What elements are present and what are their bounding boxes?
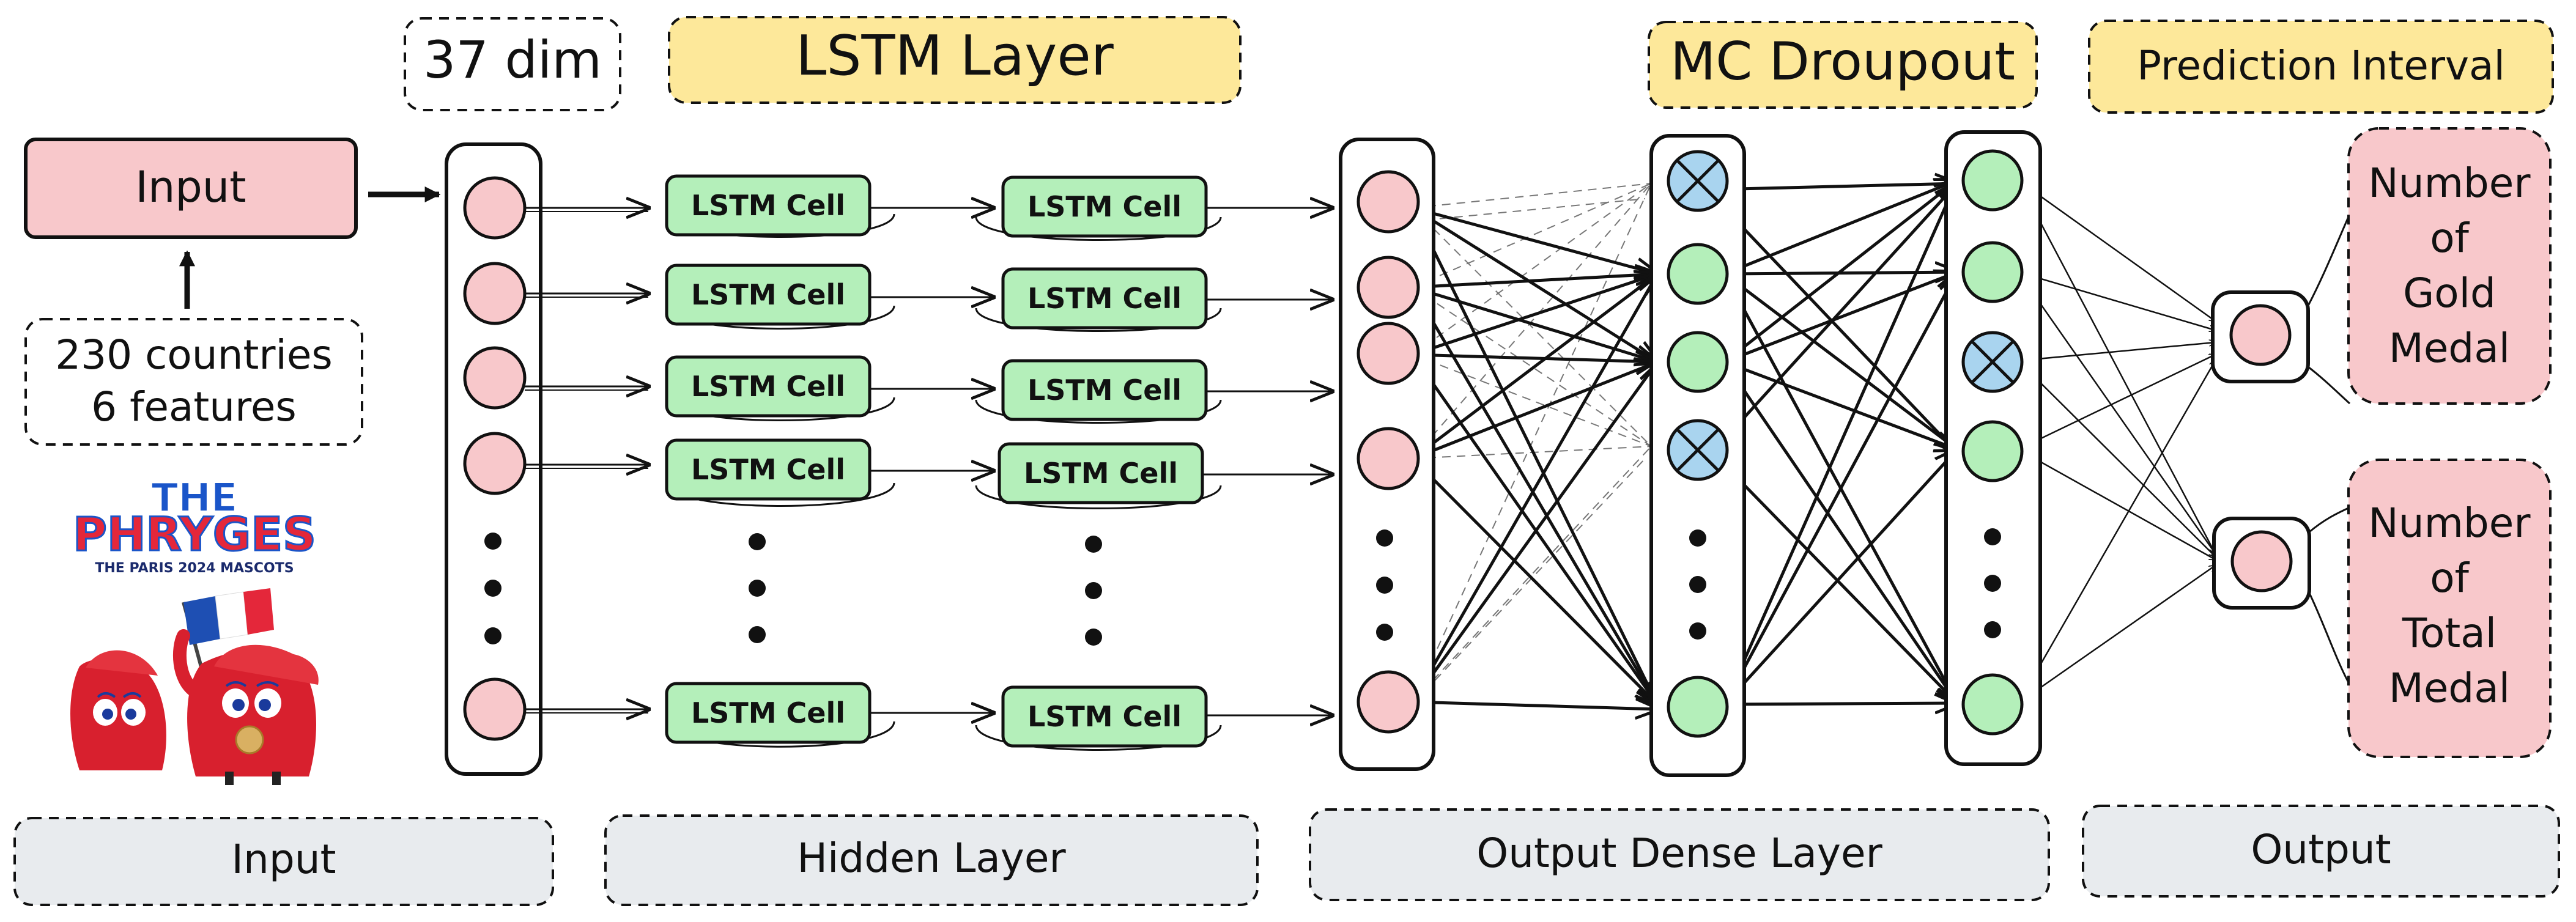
lstm-cell-label: LSTM Cell xyxy=(1024,457,1178,490)
ellipsis-dot xyxy=(1376,624,1393,641)
total-label-line: Medal xyxy=(2389,665,2510,712)
mc-dropout-title: MC Droupout xyxy=(1670,31,2015,92)
dropped-node xyxy=(1667,419,1729,481)
total-label-line: Number xyxy=(2368,500,2531,547)
input-node xyxy=(463,346,527,410)
lstm-layer-title: LSTM Layer xyxy=(796,24,1113,88)
lstm-row: LSTM Cell LSTM Cell xyxy=(525,355,1332,424)
total-label-line: of xyxy=(2430,555,2470,602)
lstm-cell-label: LSTM Cell xyxy=(1027,374,1182,407)
output-dense-node xyxy=(1961,420,2024,482)
ellipsis-dot xyxy=(1376,577,1393,594)
lstm-cell-label: LSTM Cell xyxy=(691,696,845,729)
output-connections xyxy=(2017,179,2215,704)
gold-label-line: Medal xyxy=(2389,325,2510,372)
mc-node xyxy=(1667,331,1729,393)
dim-label: 37 dim xyxy=(423,30,602,90)
dataset-info-box: 230 countries 6 features xyxy=(24,318,363,446)
dense-input-column xyxy=(1339,138,1435,771)
section-hidden-layer: Hidden Layer xyxy=(604,814,1259,906)
mascot-title-line1: THE xyxy=(152,476,238,521)
ellipsis-dot xyxy=(1689,622,1706,640)
lstm-row: LSTM Cell LSTM Cell xyxy=(525,174,1332,241)
section-input: Input xyxy=(13,817,554,906)
ellipsis-dot xyxy=(1689,529,1706,547)
input-node xyxy=(463,176,527,240)
section-hidden-label: Hidden Layer xyxy=(797,835,1066,882)
output-dense-column xyxy=(1944,130,2042,766)
gold-label-line: Gold xyxy=(2403,270,2496,317)
ellipsis-dot xyxy=(1689,576,1706,593)
lstm-cell-label: LSTM Cell xyxy=(1027,700,1182,733)
mc-node xyxy=(1667,676,1729,738)
dropped-node xyxy=(1667,150,1729,212)
ellipsis-dot xyxy=(1376,529,1393,547)
section-output-dense-layer: Output Dense Layer xyxy=(1309,808,2050,901)
ellipsis-dot xyxy=(1984,621,2001,638)
ellipsis-dot xyxy=(1984,528,2001,545)
gold-label-line: Number xyxy=(2368,160,2531,207)
section-output-label: Output xyxy=(2251,826,2391,873)
lstm-cell-label: LSTM Cell xyxy=(1027,282,1182,315)
input-node xyxy=(463,432,527,495)
dense-node xyxy=(1356,256,1420,319)
lstm-cell-label: LSTM Cell xyxy=(691,278,845,311)
prediction-interval-title: Prediction Interval xyxy=(2137,42,2505,89)
mascot-image: THE PHRYGES THE PARIS 2024 MASCOTS xyxy=(70,475,319,785)
output-dense-node xyxy=(1961,241,2024,303)
lstm-layer-title-box: LSTM Layer xyxy=(668,16,1242,104)
output-to-label-lines xyxy=(2307,213,2351,685)
mc-node xyxy=(1667,243,1729,305)
output-dense-node xyxy=(1961,149,2024,212)
gold-output-node xyxy=(2211,290,2310,383)
mc-dropout-title-box: MC Droupout xyxy=(1648,21,2038,109)
input-box-label: Input xyxy=(135,162,246,212)
input-node xyxy=(463,262,527,325)
dim-label-box: 37 dim xyxy=(404,17,621,111)
total-output-node xyxy=(2212,517,2311,610)
mascot-subtitle: THE PARIS 2024 MASCOTS xyxy=(95,561,294,576)
ellipsis-dot xyxy=(484,580,502,597)
section-dense-label: Output Dense Layer xyxy=(1476,830,1882,877)
lstm-row: LSTM Cell LSTM Cell xyxy=(525,682,1332,751)
lstm-cell-label: LSTM Cell xyxy=(691,453,845,486)
dropped-node xyxy=(1961,331,2024,393)
ellipsis-dot xyxy=(1984,575,2001,592)
dense-connections-2 xyxy=(1711,180,1957,704)
dataset-countries: 230 countries xyxy=(55,331,333,378)
lstm-cell-label: LSTM Cell xyxy=(691,370,845,403)
total-medal-label-box: Number of Total Medal xyxy=(2347,459,2552,758)
lstm-ellipsis xyxy=(749,533,1102,646)
lstm-row: LSTM Cell LSTM Cell xyxy=(525,438,1332,509)
dense-node xyxy=(1356,170,1420,234)
input-node xyxy=(463,677,527,741)
dense-node xyxy=(1356,427,1420,490)
dense-connections xyxy=(1411,206,1657,709)
section-output: Output xyxy=(2082,805,2560,898)
mc-dropout-column xyxy=(1649,134,1746,777)
section-input-label: Input xyxy=(232,836,336,883)
lstm-row: LSTM Cell LSTM Cell xyxy=(525,264,1332,332)
mascot-title-line2: PHRYGES xyxy=(73,507,316,561)
dense-node xyxy=(1356,670,1420,734)
ellipsis-dot xyxy=(484,533,502,550)
input-layer-column xyxy=(445,142,542,776)
output-dense-node xyxy=(1961,673,2024,736)
prediction-interval-title-box: Prediction Interval xyxy=(2088,20,2554,114)
gold-medal-label-box: Number of Gold Medal xyxy=(2347,127,2552,405)
gold-label-line: of xyxy=(2430,215,2470,262)
dense-node xyxy=(1356,322,1420,385)
lstm-cell-label: LSTM Cell xyxy=(691,189,845,222)
lstm-cell-label: LSTM Cell xyxy=(1027,190,1182,223)
total-label-line: Total xyxy=(2402,610,2496,657)
dataset-features: 6 features xyxy=(91,383,297,430)
input-box: Input xyxy=(24,138,358,239)
ellipsis-dot xyxy=(484,627,502,644)
